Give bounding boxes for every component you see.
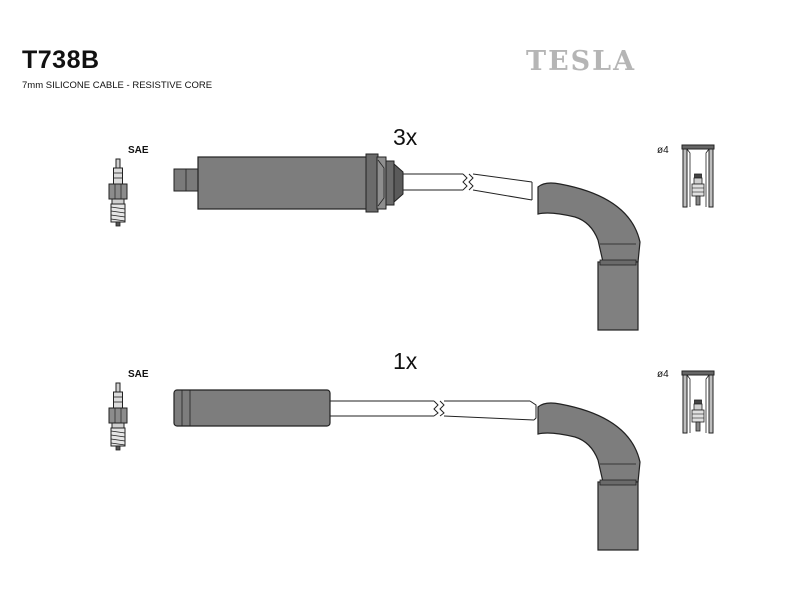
diameter-label-top: ø4	[657, 145, 669, 156]
part-number: T738B	[22, 46, 100, 74]
wire-top	[403, 173, 533, 201]
cable-description: 7mm SILICONE CABLE - RESISTIVE CORE	[22, 80, 213, 91]
brand-logo: TESLA	[526, 46, 637, 77]
wire-bottom	[330, 400, 537, 421]
diameter-label-bottom: ø4	[657, 369, 669, 380]
coil-boot-bottom	[537, 402, 641, 551]
sae-label-top: SAE	[128, 145, 149, 156]
coil-boot-top	[537, 182, 641, 331]
cable-assembly-bottom	[108, 370, 715, 551]
cable-assembly-top	[108, 144, 715, 331]
sae-label-bottom: SAE	[128, 369, 149, 380]
quantity-label-top: 3x	[393, 124, 418, 150]
spark-plug-icon-top	[108, 158, 128, 227]
plug-boot-top	[173, 153, 404, 213]
coil-terminal-icon-top	[681, 144, 715, 208]
quantity-label-bottom: 1x	[393, 348, 418, 374]
coil-terminal-icon-bottom	[681, 370, 715, 434]
spark-plug-icon-bottom	[108, 382, 128, 451]
plug-boot-bottom	[173, 389, 331, 427]
